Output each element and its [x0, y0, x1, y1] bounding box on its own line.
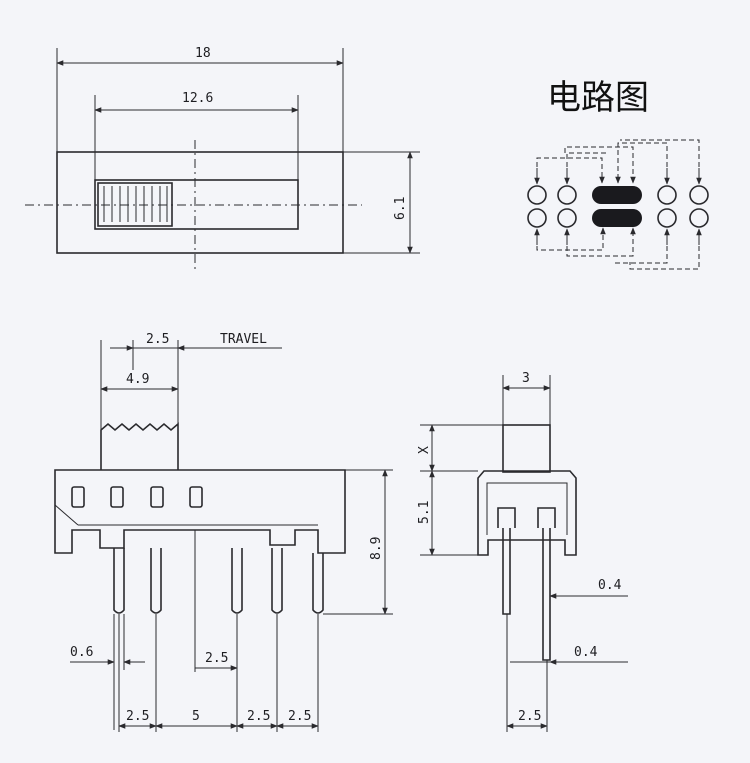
end-pin-left: [502, 528, 511, 615]
dim-pitch-4: 2.5: [288, 709, 311, 724]
dim-width-18: 18: [195, 46, 211, 61]
lower-connections: [534, 227, 702, 270]
common-contact-top: [592, 186, 642, 204]
circuit-diagram: 电路图: [527, 78, 709, 270]
end-contacts: [497, 507, 556, 528]
dim-end-pitch: 2.5: [518, 709, 541, 724]
dim-height-x: X: [417, 446, 432, 454]
dim-pitch-1: 2.5: [126, 709, 149, 724]
side-windows: [71, 486, 203, 508]
travel-label: TRAVEL: [220, 332, 267, 347]
dim-pitch-3: 2.5: [247, 709, 270, 724]
top-body-outline: [56, 151, 344, 254]
dim-body-height: 8.9: [369, 537, 384, 560]
dim-pin-thickness-2: 0.4: [574, 645, 598, 660]
end-actuator: [502, 424, 551, 473]
dim-height-6-1: 6.1: [393, 197, 408, 220]
side-pins: [113, 548, 324, 614]
end-view: 3 X 5.1 0.4 0.4 2.5: [417, 371, 628, 732]
knob-ridges: [103, 186, 168, 222]
side-view: 2.5 TRAVEL 4.9 8.9: [54, 332, 393, 732]
side-body-outline: [54, 469, 346, 554]
circuit-title: 电路图: [547, 78, 649, 118]
end-pin-right: [542, 528, 551, 661]
common-contact-bottom: [592, 209, 642, 227]
dim-pin-thickness-1: 0.4: [598, 578, 622, 593]
dim-travel: 2.5: [146, 332, 169, 347]
terminal-row-bottom: [527, 208, 709, 228]
dim-inner-width: 12.6: [182, 91, 213, 106]
end-body-outline: [477, 470, 577, 556]
dim-pitch-2: 5: [192, 709, 200, 724]
dim-end-width: 3: [522, 371, 530, 386]
dim-end-height: 5.1: [417, 501, 432, 524]
upper-connections: [534, 139, 702, 185]
dim-pin-offset: 2.5: [205, 651, 228, 666]
top-view: 18 12.6 6.1: [25, 46, 420, 270]
actuator-side: [100, 422, 179, 470]
dim-actuator-width: 4.9: [126, 372, 149, 387]
dim-pin-width: 0.6: [70, 645, 93, 660]
terminal-row-top: [527, 185, 709, 205]
